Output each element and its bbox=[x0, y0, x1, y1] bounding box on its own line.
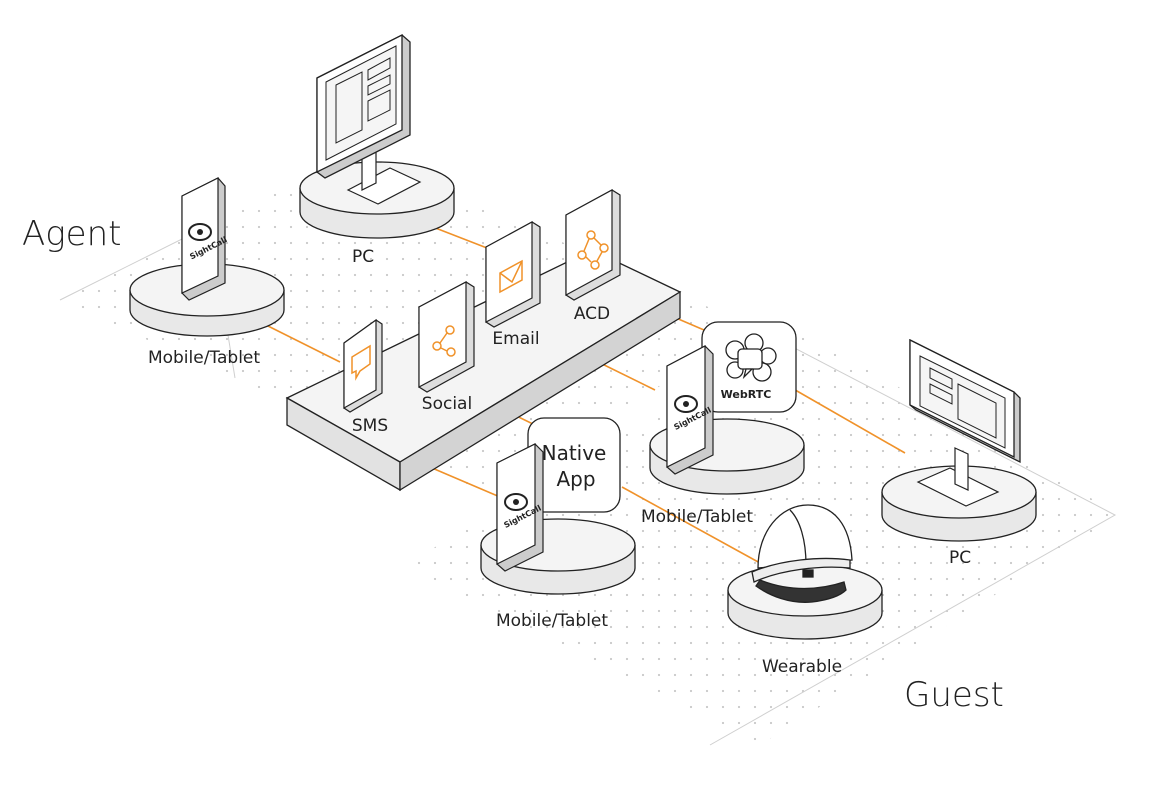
webrtc-badge: WebRTC bbox=[701, 321, 797, 413]
routing-nodes-icon bbox=[577, 230, 609, 270]
channel-card-acd bbox=[565, 188, 621, 301]
channel-card-email bbox=[485, 220, 541, 328]
agent-mobile-label: Mobile/Tablet bbox=[148, 348, 260, 368]
acd-label: ACD bbox=[574, 304, 610, 324]
envelope-icon bbox=[499, 259, 523, 294]
chat-bubble-icon bbox=[351, 344, 371, 381]
guest-mobile-webrtc-label: Mobile/Tablet bbox=[641, 507, 753, 527]
channel-card-social bbox=[418, 281, 475, 393]
agent-zone-label: Agent bbox=[22, 214, 121, 254]
wearable-label: Wearable bbox=[762, 657, 842, 677]
social-label: Social bbox=[422, 394, 472, 414]
guest-mobile-webrtc-device: WebRTC SightCall bbox=[649, 321, 805, 495]
guest-mobile-native-app-device: Native App SightCall bbox=[480, 417, 636, 595]
guest-zone-label: Guest bbox=[904, 675, 1004, 715]
guest-mobile-native-app-label: Mobile/Tablet bbox=[496, 611, 608, 631]
agent-pc-device bbox=[299, 33, 455, 239]
svg-text:WebRTC: WebRTC bbox=[721, 388, 772, 401]
webrtc-logo-icon bbox=[725, 333, 777, 382]
svg-text:App: App bbox=[556, 467, 595, 491]
sms-label: SMS bbox=[352, 416, 388, 436]
line-mobile-to-platform bbox=[261, 322, 341, 363]
native-app-badge: Native App bbox=[527, 417, 621, 513]
email-label: Email bbox=[492, 329, 539, 349]
smart-helmet-icon bbox=[751, 504, 853, 603]
line-webrtc-to-pc bbox=[789, 386, 906, 454]
wearable-device bbox=[727, 504, 883, 640]
agent-pc-label: PC bbox=[352, 247, 374, 267]
svg-text:Native: Native bbox=[542, 441, 607, 465]
social-share-icon bbox=[432, 325, 456, 357]
guest-pc-label: PC bbox=[949, 548, 971, 568]
guest-pc-device bbox=[881, 338, 1037, 542]
guest-zone-floor bbox=[405, 329, 1120, 746]
line-app-to-wearable bbox=[621, 486, 761, 564]
agent-mobile-device: SightCall bbox=[129, 177, 285, 337]
central-platform bbox=[285, 249, 682, 492]
channel-card-sms bbox=[343, 318, 383, 413]
